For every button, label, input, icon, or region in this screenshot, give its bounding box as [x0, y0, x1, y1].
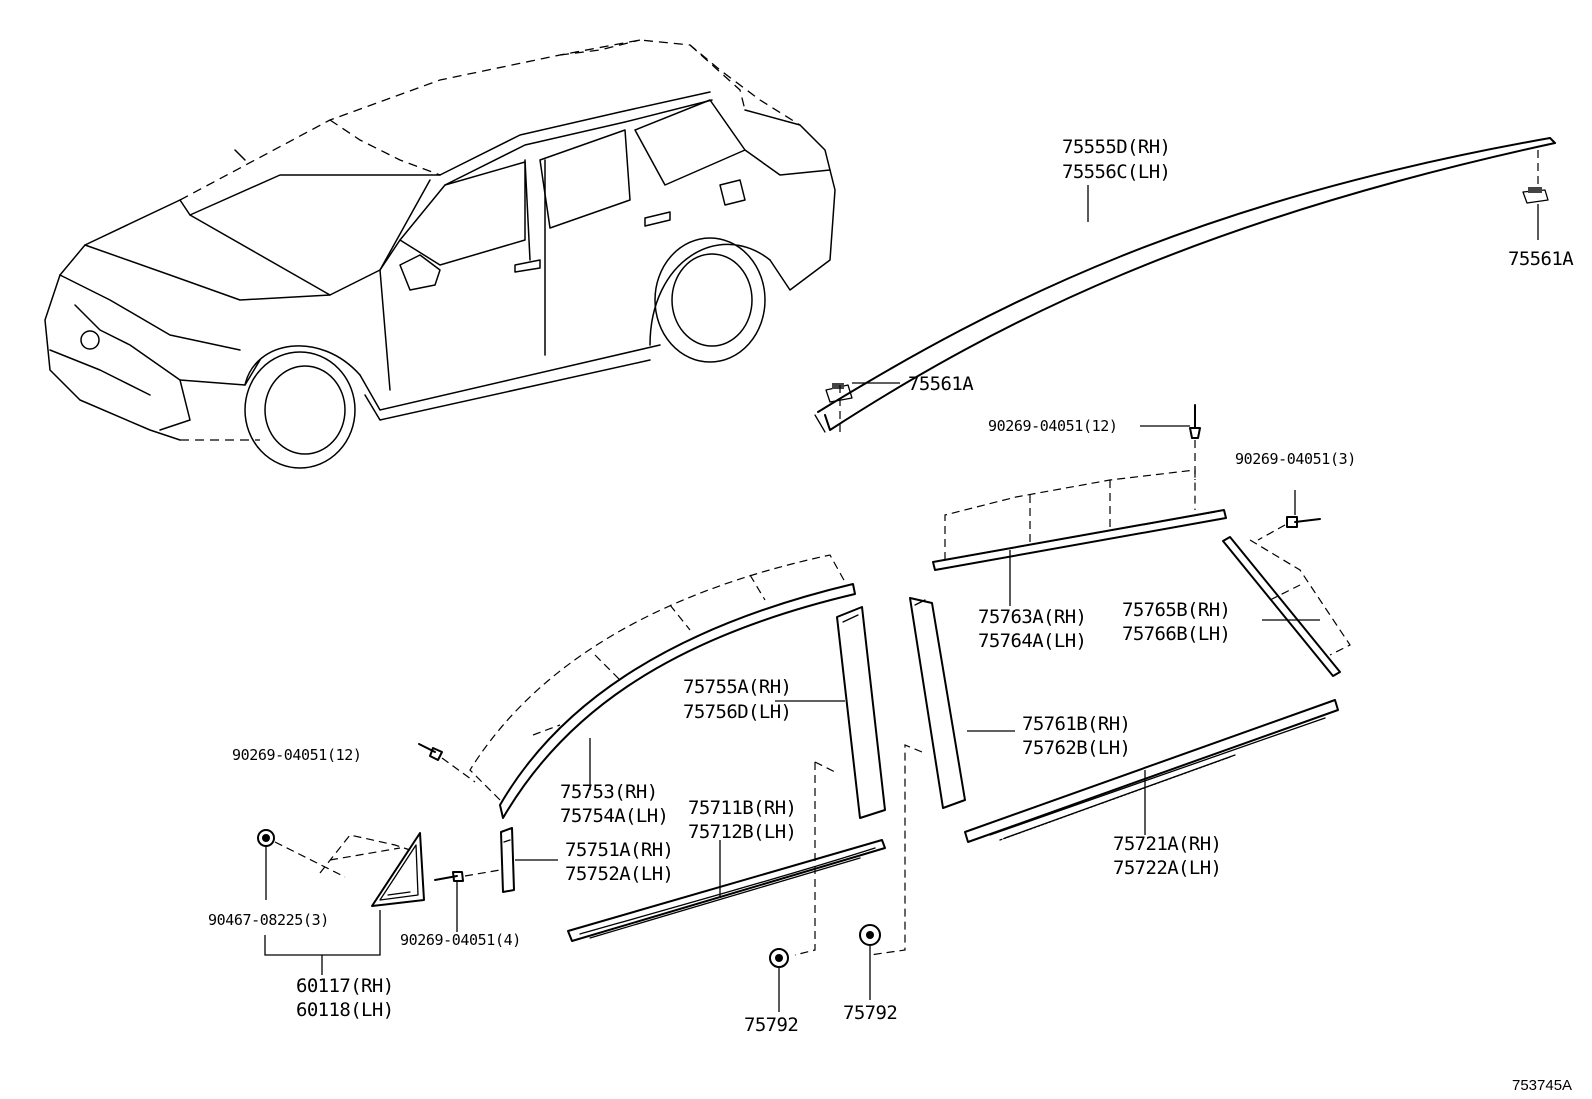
label-front-belt-rh: 75711B(RH)	[688, 797, 796, 819]
label-rear-upper-lh: 75764A(LH)	[978, 630, 1086, 652]
label-roof-molding-lh: 75556C(LH)	[1062, 161, 1170, 183]
label-rear-pillar-rh: 75761B(RH)	[1022, 713, 1130, 735]
front-pillar-molding	[775, 606, 886, 956]
vehicle-illustration	[44, 39, 836, 469]
label-roof-molding-rh: 75555D(RH)	[1062, 136, 1170, 158]
clip-75792-left	[769, 948, 789, 1012]
label-rear-belt-lh: 75722A(LH)	[1113, 857, 1221, 879]
label-clip-right: 75792	[843, 1002, 897, 1024]
roof-molding	[814, 137, 1556, 433]
label-rear-upper-rh: 75763A(RH)	[978, 606, 1086, 628]
corner-piece	[434, 827, 558, 932]
label-front-pillar-rh: 75755A(RH)	[683, 676, 791, 698]
label-rear-pillar-lh: 75762B(LH)	[1022, 737, 1130, 759]
label-mirror-cover-rh: 60117(RH)	[296, 975, 394, 997]
reference-code: 753745A	[1512, 1077, 1572, 1094]
label-roof-clip-front: 75561A	[908, 373, 974, 395]
label-nut-qty: 90467-08225(3)	[208, 911, 329, 929]
label-rear-belt-rh: 75721A(RH)	[1113, 833, 1221, 855]
rear-belt-molding	[964, 699, 1339, 843]
clip-75792-right	[859, 924, 881, 1000]
label-corner-piece-rh: 75751A(RH)	[565, 839, 673, 861]
rear-upper-molding	[932, 469, 1227, 606]
label-mirror-cover-lh: 60118(LH)	[296, 999, 394, 1021]
roof-clip-front-part	[825, 382, 900, 432]
label-front-upper-lh: 75754A(LH)	[560, 805, 668, 827]
roof-clip-rear-part	[1522, 150, 1549, 240]
label-front-belt-lh: 75712B(LH)	[688, 821, 796, 843]
label-clip-front-qty: 90269-04051(12)	[232, 746, 361, 764]
label-clip-left: 75792	[744, 1014, 798, 1036]
label-clip-rear-qty: 90269-04051(3)	[1235, 450, 1356, 468]
label-clip-upper-qty: 90269-04051(12)	[988, 417, 1117, 435]
mirror-cover	[257, 829, 425, 975]
clip-upper-pin	[1140, 404, 1201, 480]
label-roof-clip-rear: 75561A	[1508, 248, 1574, 270]
label-corner-piece-lh: 75752A(LH)	[565, 863, 673, 885]
label-front-pillar-lh: 75756D(LH)	[683, 701, 791, 723]
label-clip-corner-qty: 90269-04051(4)	[400, 931, 521, 949]
rear-frame-molding	[1222, 536, 1351, 677]
clip-rear-pin	[1257, 490, 1321, 541]
front-upper-molding	[418, 554, 856, 819]
label-rear-frame-rh: 75765B(RH)	[1122, 599, 1230, 621]
rear-pillar-molding	[869, 597, 1015, 956]
label-rear-frame-lh: 75766B(LH)	[1122, 623, 1230, 645]
front-belt-molding	[567, 839, 886, 942]
label-front-upper-rh: 75753(RH)	[560, 781, 658, 803]
